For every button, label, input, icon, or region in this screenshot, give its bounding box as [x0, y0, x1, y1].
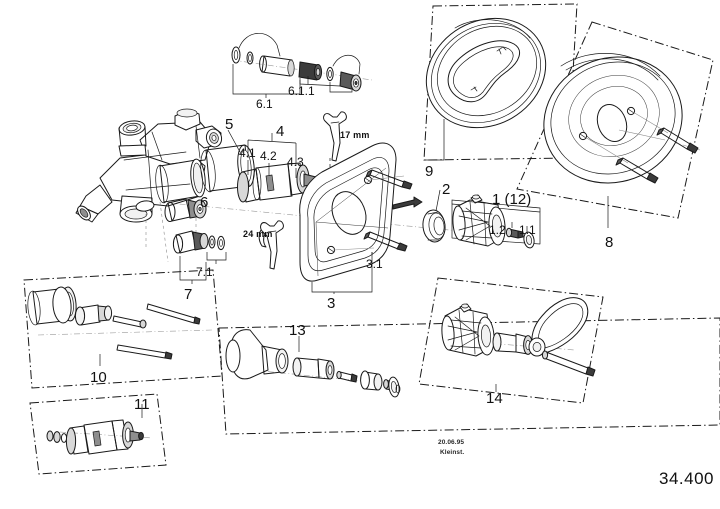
callout-oval-rosette-cover: 9	[425, 163, 434, 180]
callout-cartridge-seal-ring: 4.1	[239, 146, 256, 160]
callout-extension-kit: 10	[90, 369, 107, 386]
drawing-number: 34.400	[659, 469, 714, 488]
callout-thermostatic-cartridge-spare: 11	[134, 396, 150, 413]
callout-escutcheon-fixing-screw: 3.1	[366, 257, 383, 271]
callout-thermostatic-cartridge-assembly: 4	[276, 123, 285, 140]
tool-17mm-wrench	[323, 111, 347, 178]
callout-cap-cover-disc: 1.1	[519, 223, 536, 237]
screw-10-a	[146, 303, 201, 325]
screw-8-a	[656, 127, 699, 154]
part-13-handle-extension	[225, 329, 400, 398]
callout-handle-fixing-screw: 1.2	[489, 223, 506, 237]
part-7-stop-valve	[172, 230, 227, 284]
callout-check-valve-insert: 6.1.1	[288, 84, 315, 98]
callout-check-valve-filter: 6	[200, 194, 209, 211]
screw-10-b	[116, 344, 173, 360]
callout-retaining-ring: 2	[442, 181, 451, 198]
part-3-oval-escutcheon	[299, 142, 413, 294]
callout-oval-escutcheon-plate: 3	[327, 295, 336, 312]
part-9-oval-rosette	[424, 17, 547, 161]
callout-check-valve-kit: 6.1	[256, 97, 273, 111]
part-6-check-valve	[164, 198, 207, 222]
part-1-2-screw	[505, 227, 524, 239]
callout-o-ring-set: 7.1	[196, 265, 213, 279]
callout-handle-extension-kit: 13	[289, 322, 306, 339]
part-13-end-disc	[395, 384, 401, 394]
group-box-8	[516, 21, 714, 219]
part-6-1-check-valve-kit	[231, 33, 362, 98]
callout-stop-valve-cartridge: 7	[184, 286, 193, 303]
screw-8-b	[615, 157, 659, 184]
screw-3-1-a	[365, 169, 413, 190]
revision-note: Kleinst.	[440, 449, 465, 456]
part-11-cartridge	[46, 404, 144, 455]
part-1-1-cap	[523, 231, 535, 249]
callout-lever-handle-kit: 14	[486, 390, 503, 407]
revision-date: 20.06.95	[438, 439, 465, 446]
body-to-parts-leaders	[145, 201, 197, 263]
callout-cartridge-spindle: 4.3	[287, 155, 304, 169]
tool-size-label-t17: 17 mm	[340, 130, 370, 140]
group-box-1	[451, 203, 541, 245]
group-box-14	[418, 277, 604, 404]
part-2-retaining-ring	[392, 189, 446, 243]
part-14-lever-handle	[441, 297, 596, 392]
callout-round-escutcheon-with-screws: 8	[605, 234, 614, 251]
part-1-handle-hub	[451, 194, 541, 249]
tool-24mm-wrench	[260, 220, 284, 270]
part-8-round-escutcheon	[543, 53, 699, 228]
screw-3-1-b	[363, 231, 408, 252]
part-10-extension-kit	[27, 286, 201, 366]
callout-handle-hub-splined: 1 (12)	[492, 191, 532, 208]
group-box-11	[29, 393, 167, 475]
tool-size-label-t24: 24 mm	[243, 229, 273, 239]
callout-extension-sleeve: 5	[225, 116, 234, 133]
callout-cartridge-body: 4.2	[260, 149, 277, 163]
